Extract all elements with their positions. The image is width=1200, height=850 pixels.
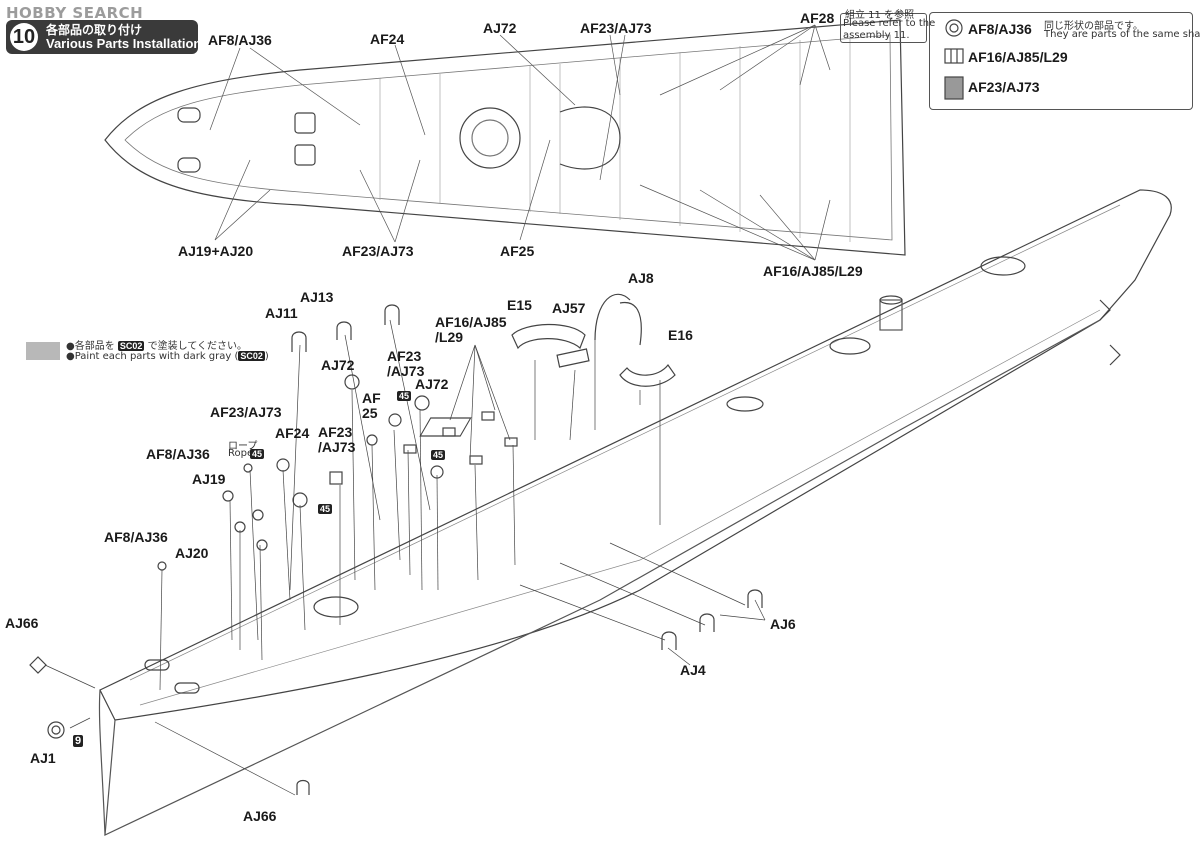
top-deck-inner-outline bbox=[124, 34, 893, 241]
label-top-af25: AF25 bbox=[500, 243, 535, 259]
label-top-aj19-aj20: AJ19+AJ20 bbox=[178, 243, 254, 259]
label-aj20: AJ20 bbox=[175, 545, 209, 561]
part-aj72-a bbox=[344, 374, 360, 390]
step-title-jp: 各部品の取り付け bbox=[46, 23, 143, 37]
label-aj19: AJ19 bbox=[192, 471, 226, 487]
label-af16-aj85-l29-line1: AF16/AJ85 bbox=[435, 314, 507, 330]
part-aj13-b bbox=[384, 304, 400, 325]
label-top-af23-aj73-b: AF23/AJ73 bbox=[342, 243, 414, 259]
label-aj11: AJ11 bbox=[265, 305, 298, 321]
label-top-af16-aj85-l29: AF16/AJ85/L29 bbox=[763, 263, 863, 279]
label-top-af23-aj73: AF23/AJ73 bbox=[580, 20, 652, 36]
legend-box bbox=[929, 12, 1193, 110]
note-line2: Please refer to the bbox=[843, 18, 936, 29]
rope-number-badge: 45 bbox=[250, 449, 265, 459]
note-line1: 組立 11 を参照 bbox=[845, 10, 915, 21]
label-top-af8-aj36: AF8/AJ36 bbox=[208, 32, 272, 48]
label-aj72-b: AJ72 bbox=[415, 376, 449, 392]
legend-label-af16-aj85-l29: AF16/AJ85/L29 bbox=[968, 49, 1068, 65]
legend-label-af8-aj36: AF8/AJ36 bbox=[968, 21, 1032, 37]
step-number: 10 bbox=[10, 23, 38, 51]
assembly-note-box bbox=[840, 13, 927, 43]
note-line3: assembly 11. bbox=[843, 30, 910, 41]
label-top-aj72: AJ72 bbox=[483, 20, 517, 36]
rope-label-jp: ロープ bbox=[228, 441, 258, 452]
label-af24: AF24 bbox=[275, 425, 310, 441]
top-turret bbox=[459, 107, 521, 169]
paint-note-jp: ●各部品を SC02 で塗装してください。 bbox=[66, 341, 248, 352]
step-title-en: Various Parts Installation bbox=[46, 36, 202, 51]
label-top-af28: AF28 bbox=[800, 10, 835, 26]
rope-badge-3: 45 bbox=[318, 504, 333, 514]
step-header-box bbox=[6, 20, 198, 54]
label-aj6: AJ6 bbox=[770, 616, 796, 632]
label-aj66-b: AJ66 bbox=[243, 808, 277, 824]
label-af23-aj73-c-line2: /AJ73 bbox=[318, 439, 356, 455]
label-af23-aj73-a-line1: AF23 bbox=[387, 348, 422, 364]
label-af8-aj36-b: AF8/AJ36 bbox=[104, 529, 168, 545]
label-af25-line2: 25 bbox=[362, 405, 378, 421]
hull-side bbox=[104, 319, 1101, 836]
rope-badge-2: 45 bbox=[431, 450, 446, 460]
legend-note-en: They are parts of the same shape. bbox=[1044, 29, 1200, 40]
label-aj72-a: AJ72 bbox=[321, 357, 355, 373]
part-aj8 bbox=[594, 293, 642, 346]
label-aj66-a: AJ66 bbox=[5, 615, 39, 631]
label-af16-aj85-l29-line2: /L29 bbox=[435, 329, 464, 345]
label-aj57: AJ57 bbox=[552, 300, 586, 316]
paint-code-badge: SC02 bbox=[117, 341, 145, 351]
part-aj72-b bbox=[414, 395, 430, 411]
part-e16 bbox=[619, 363, 676, 387]
label-aj13: AJ13 bbox=[300, 289, 334, 305]
rope-badge-1: 45 bbox=[397, 391, 412, 401]
label-top-af24: AF24 bbox=[370, 31, 405, 47]
paint-color-swatch bbox=[26, 342, 60, 360]
rope-label-en: Rope bbox=[228, 448, 254, 459]
label-aj1: AJ1 bbox=[30, 750, 56, 766]
label-e15: E15 bbox=[507, 297, 532, 313]
label-af23-aj73-b: AF23/AJ73 bbox=[210, 404, 282, 420]
part-aj57 bbox=[556, 348, 590, 368]
watermark-text: HOBBY SEARCH bbox=[6, 4, 144, 22]
legend-label-af23-aj73: AF23/AJ73 bbox=[968, 79, 1040, 95]
top-deck-outline bbox=[104, 19, 906, 256]
paint-note-en: ●Paint each parts with dark gray (SC02) bbox=[66, 351, 269, 362]
legend-note-jp: 同じ形状の部品です。 bbox=[1044, 21, 1143, 32]
label-aj8: AJ8 bbox=[628, 270, 654, 286]
part-e15 bbox=[511, 323, 586, 350]
part-aj13-a bbox=[336, 321, 352, 340]
part-aj11 bbox=[291, 331, 307, 352]
legend-icons bbox=[944, 19, 964, 100]
label-af25-line1: AF bbox=[362, 390, 381, 406]
aj1-number-badge: 9 bbox=[73, 735, 84, 747]
label-e16: E16 bbox=[668, 327, 693, 343]
label-aj4: AJ4 bbox=[680, 662, 706, 678]
label-af23-aj73-c-line1: AF23 bbox=[318, 424, 353, 440]
label-af8-aj36-a: AF8/AJ36 bbox=[146, 446, 210, 462]
label-af23-aj73-a-line2: /AJ73 bbox=[387, 363, 425, 379]
